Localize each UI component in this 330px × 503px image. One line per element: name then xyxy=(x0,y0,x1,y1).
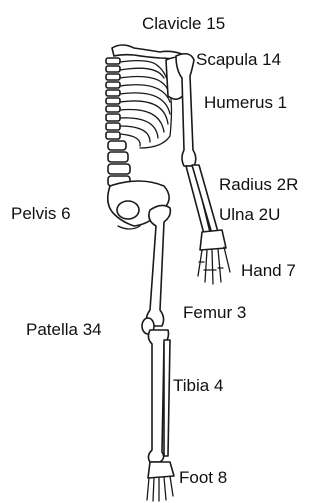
tibia-shape xyxy=(148,330,170,462)
humerus-shape xyxy=(176,54,196,166)
femur-label: Femur 3 xyxy=(183,303,246,323)
radius-label: Radius 2R xyxy=(219,175,298,195)
clavicle-label: Clavicle 15 xyxy=(142,14,225,34)
foot-shape xyxy=(147,462,174,501)
ulna-label: Ulna 2U xyxy=(219,205,280,225)
ribcage-shape xyxy=(120,61,172,148)
foot-label: Foot 8 xyxy=(179,468,227,488)
tibia-label: Tibia 4 xyxy=(173,376,223,396)
pelvis-label: Pelvis 6 xyxy=(11,204,71,224)
humerus-label: Humerus 1 xyxy=(204,93,287,113)
patella-label: Patella 34 xyxy=(26,320,102,340)
hand-shape xyxy=(198,230,230,284)
scapula-label: Scapula 14 xyxy=(196,50,281,70)
forearm-shape xyxy=(186,165,218,234)
femur-shape xyxy=(146,205,170,326)
hand-label: Hand 7 xyxy=(241,261,296,281)
